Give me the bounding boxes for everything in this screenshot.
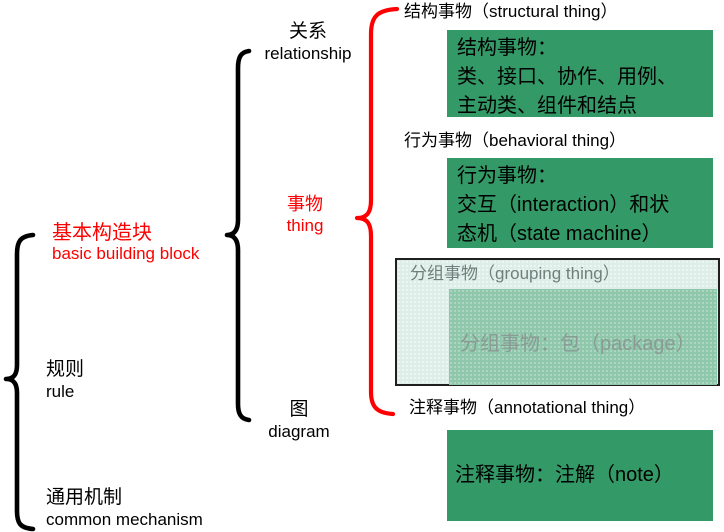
structural-box-line: 结构事物： xyxy=(457,37,557,59)
annotational-definition-box: 注释事物：注解（note） xyxy=(447,430,713,521)
basic-building-block-en: basic building block xyxy=(52,244,200,263)
basic-building-block-zh: 基本构造块 xyxy=(52,222,152,244)
common-mechanism-en: common mechanism xyxy=(46,510,203,529)
common-mechanism-zh: 通用机制 xyxy=(46,487,123,508)
behavioral-box-line: 态机（state machine） xyxy=(457,223,662,245)
relationship-zh: 关系 xyxy=(288,21,327,42)
middle-brace xyxy=(224,48,252,423)
section-header-behavioral: 行为事物（behavioral thing） xyxy=(404,131,627,150)
section-header-structural: 结构事物（structural thing） xyxy=(404,2,618,21)
label-relationship: 关系 relationship xyxy=(240,21,376,65)
left-brace xyxy=(3,232,36,532)
behavioral-box-line: 交互（interaction）和状 xyxy=(457,194,670,216)
grouping-faded-panel: 分组事物（grouping thing） 分组事物：包（package） xyxy=(395,258,720,386)
thing-brace xyxy=(354,6,400,417)
grouping-box-line: 分组事物：包（package） xyxy=(460,333,696,355)
behavioral-definition-box: 行为事物： 交互（interaction）和状 态机（state machine… xyxy=(447,158,713,248)
structural-box-line: 类、接口、协作、用例、 xyxy=(457,66,677,88)
grouping-definition-box: 分组事物：包（package） xyxy=(449,289,717,385)
section-header-annotational: 注释事物（annotational thing） xyxy=(409,398,646,417)
structural-box-line: 主动类、组件和结点 xyxy=(457,95,637,117)
section-header-grouping: 分组事物（grouping thing） xyxy=(410,264,620,283)
label-basic-building-block: 基本构造块 basic building block xyxy=(52,221,199,262)
diagram-zh: 图 xyxy=(289,399,309,420)
thing-en: thing xyxy=(286,216,324,235)
structural-definition-box: 结构事物： 类、接口、协作、用例、 主动类、组件和结点 xyxy=(447,30,713,117)
label-rule: 规则 rule xyxy=(46,359,84,403)
rule-en: rule xyxy=(46,382,75,401)
diagram-en: diagram xyxy=(268,422,330,441)
annotational-box-line: 注释事物：注解（note） xyxy=(455,464,674,486)
label-diagram: 图 diagram xyxy=(260,399,338,443)
label-thing: 事物 thing xyxy=(268,194,342,236)
rule-zh: 规则 xyxy=(46,359,85,380)
behavioral-box-line: 行为事物： xyxy=(457,165,557,187)
label-common-mechanism: 通用机制 common mechanism xyxy=(46,487,203,531)
relationship-en: relationship xyxy=(264,44,352,63)
thing-zh: 事物 xyxy=(287,194,323,214)
